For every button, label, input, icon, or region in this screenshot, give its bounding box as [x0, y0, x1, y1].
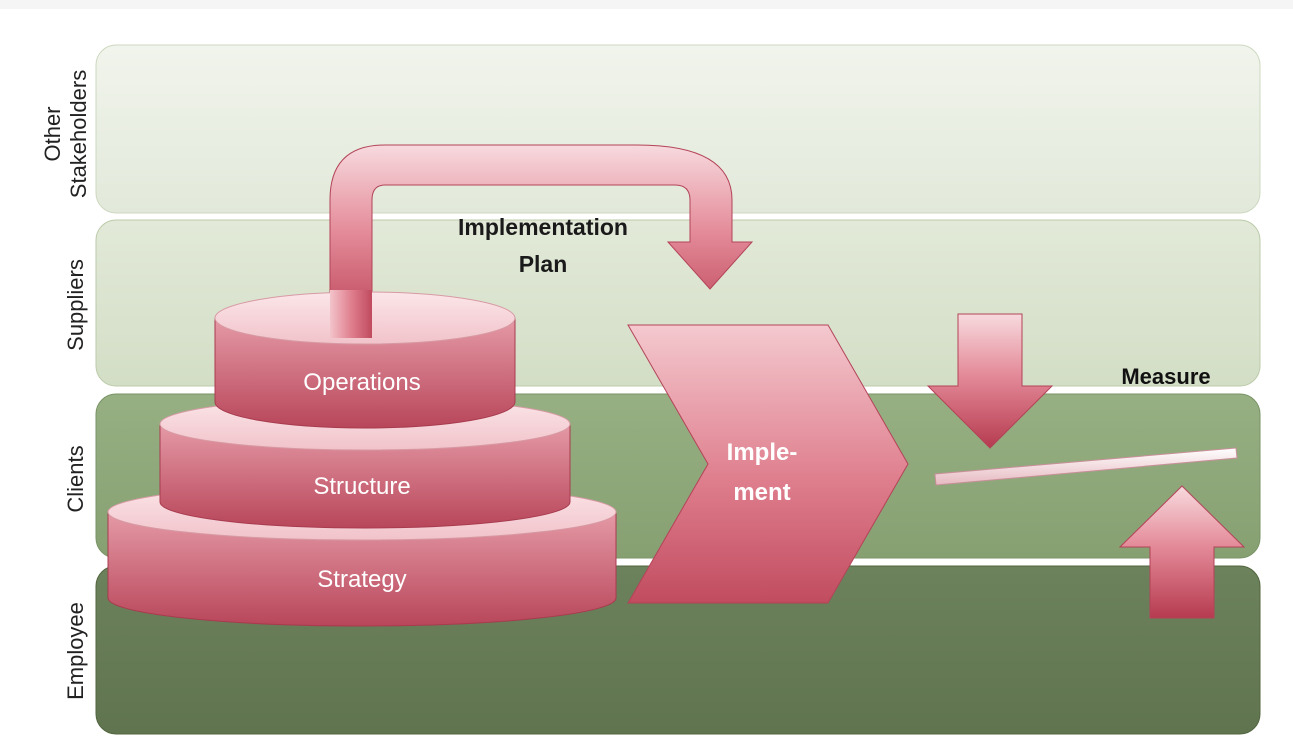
measure-up-arrow [1118, 485, 1246, 619]
strategy-label: Strategy [317, 566, 406, 593]
lane-label-suppliers-text: Suppliers [63, 259, 88, 351]
lane-label-other-line1: Other [40, 106, 65, 162]
lane-label-other-line2: Stakeholders [66, 69, 91, 199]
lane-label-employee-text: Employee [63, 602, 88, 700]
implementation-plan-label-line2: Plan [519, 251, 568, 277]
operations-label: Operations [303, 369, 420, 396]
lane-label-suppliers: Suppliers [61, 225, 91, 385]
measure-balance-bar [934, 447, 1238, 486]
implement-chevron [627, 324, 909, 604]
top-margin-bar [0, 0, 1293, 9]
implement-label-line2: ment [733, 479, 790, 506]
measure-label: Measure [1121, 364, 1210, 389]
operations-tier [214, 291, 516, 429]
plan-arrow-stem [330, 290, 372, 338]
implementation-plan-label-line1: Implementation [458, 214, 628, 240]
implement-label-line1: Imple- [727, 439, 798, 466]
lane-label-other-stakeholders: Other Stakeholders [40, 34, 92, 234]
plan-arrow-visible [329, 144, 754, 339]
lane-other-stakeholders [95, 44, 1261, 214]
lane-label-clients: Clients [61, 399, 91, 559]
lane-label-clients-text: Clients [63, 445, 88, 513]
measure-down-arrow [926, 313, 1054, 449]
plan-arrow-group [329, 144, 754, 339]
structure-label: Structure [313, 473, 410, 500]
lane-label-employee: Employee [61, 571, 91, 731]
